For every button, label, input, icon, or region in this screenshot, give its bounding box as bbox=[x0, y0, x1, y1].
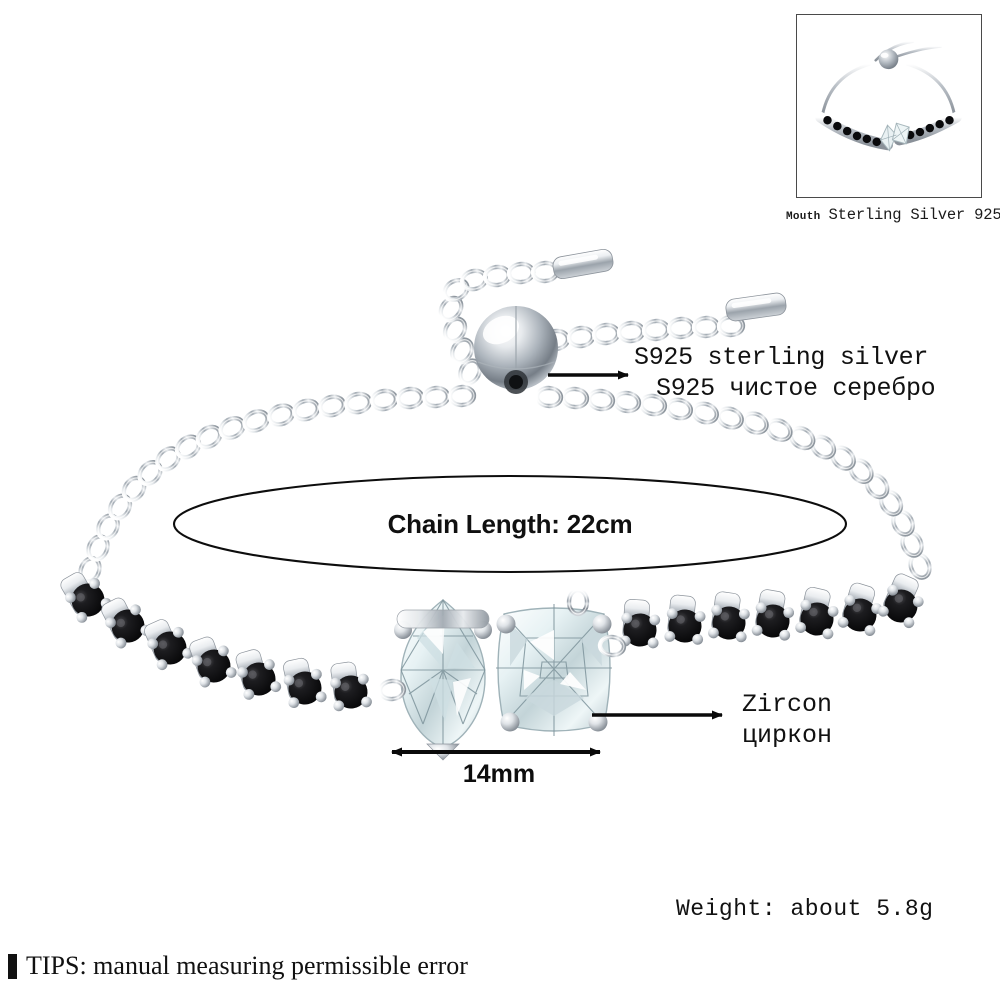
tips-text: TIPS: manual measuring permissible error bbox=[26, 951, 468, 980]
end-cap-lower bbox=[725, 292, 787, 322]
chain-tail-left bbox=[437, 262, 558, 387]
square-bullet-icon bbox=[8, 953, 17, 979]
chain-length-text: Chain Length: 22cm bbox=[387, 508, 633, 539]
weight-text: Weight: about 5.8g bbox=[676, 896, 934, 922]
weight-annotation: Weight: about 5.8g bbox=[676, 895, 933, 923]
chain-length-label: Chain Length: 22cm bbox=[174, 476, 846, 572]
black-stone-row-left bbox=[55, 563, 374, 713]
silver-annotation: S925 sterling silver S925 чистое серебро bbox=[634, 343, 936, 404]
width-dimension-label: 14mm bbox=[399, 760, 599, 789]
slider-ball-bead bbox=[474, 306, 558, 394]
thumbnail-caption-prefix: Mouth bbox=[786, 211, 821, 223]
center-stone-pear bbox=[394, 598, 492, 761]
center-connector-left bbox=[379, 680, 405, 700]
thumbnail-caption-text: Sterling Silver 925 bbox=[828, 206, 1000, 224]
thumbnail-caption: Mouth Sterling Silver 925 bbox=[786, 206, 1000, 230]
center-stone-cushion bbox=[496, 590, 612, 736]
silver-annotation-en: S925 sterling silver bbox=[634, 343, 929, 372]
silver-annotation-ru: S925 чистое серебро bbox=[656, 373, 936, 403]
zircon-annotation-en: Zircon bbox=[742, 690, 833, 719]
thumbnail-bracelet-image bbox=[815, 40, 962, 152]
black-stone-row-right bbox=[618, 570, 932, 650]
zircon-annotation-ru: циркон bbox=[742, 720, 833, 750]
end-cap-upper bbox=[552, 248, 614, 280]
tips-footer: TIPS: manual measuring permissible error bbox=[8, 951, 468, 981]
thumbnail-card bbox=[796, 14, 982, 198]
zircon-annotation: Zircon циркон bbox=[742, 690, 832, 751]
center-connector-right bbox=[599, 636, 625, 656]
width-dimension-text: 14mm bbox=[462, 760, 536, 788]
